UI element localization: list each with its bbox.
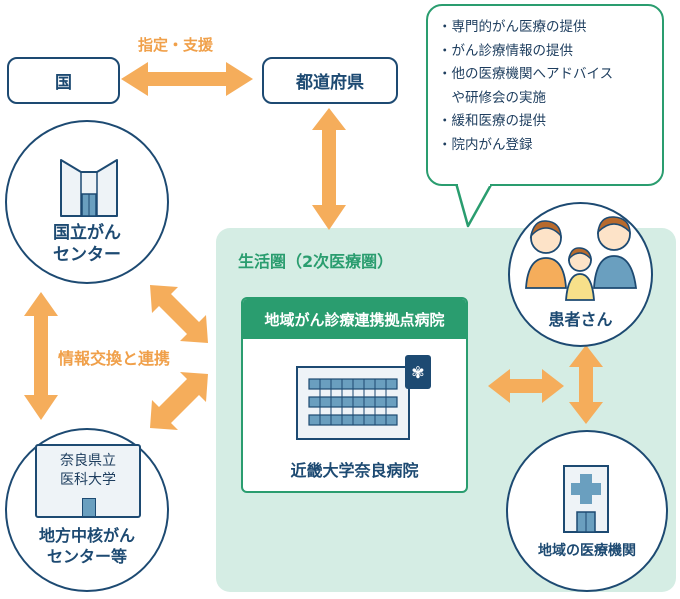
nara-univ-line-1: 奈良県立	[60, 453, 116, 469]
arrow-hospital-right	[488, 369, 564, 403]
base-hospital-card: 地域がん診療連携拠点病院 ✾ 近畿大学奈良病院	[241, 297, 468, 493]
bubble-seam	[458, 180, 490, 186]
local-medical-label: 地域の医療機関	[538, 543, 636, 559]
national-center-circle: 国立がん センター	[5, 120, 169, 284]
arrow-country-prefecture	[121, 62, 253, 96]
zone-title: 生活圏（2次医療圏）	[238, 252, 394, 271]
national-center-label-2: センター	[53, 245, 121, 266]
service-item: ・他の医療機関へアドバイス	[438, 66, 614, 82]
bubble-tail	[454, 181, 494, 228]
hospital-role: 地域がん診療連携拠点病院	[243, 299, 466, 339]
arrow-diag-upper	[150, 285, 208, 343]
info-exchange-label: 情報交換と連携	[58, 349, 171, 368]
services-list: ・専門的がん医療の提供 ・がん診療情報の提供 ・他の医療機関へアドバイス や研修…	[428, 6, 662, 157]
arrow-prefecture-zone	[312, 108, 346, 230]
regional-center-label-2: センター等	[46, 546, 127, 566]
arrow-centers-vertical	[24, 292, 58, 420]
country-box: 国	[7, 57, 120, 104]
services-bubble: ・専門的がん医療の提供 ・がん診療情報の提供 ・他の医療機関へアドバイス や研修…	[426, 4, 664, 186]
service-item: ・院内がん登録	[438, 136, 533, 153]
service-item: ・緩和医療の提供	[438, 113, 546, 129]
family-icon	[525, 216, 638, 301]
building-icon	[60, 159, 118, 217]
svg-text:✾: ✾	[411, 363, 424, 382]
regional-center-label-1: 地方中核がん	[38, 526, 135, 545]
service-item: ・専門的がん医療の提供	[438, 19, 587, 35]
designation-support-label: 指定・支援	[138, 36, 214, 54]
nara-pref-univ-sign: 奈良県立 医科大学	[35, 444, 141, 518]
national-center-label-1: 国立がん	[53, 223, 121, 243]
clinic-icon	[563, 465, 609, 533]
patient-circle: 患者さん	[508, 202, 653, 347]
hospital-name: 近畿大学奈良病院	[290, 461, 419, 480]
prefecture-box: 都道府県	[262, 57, 398, 104]
regional-center-circle: 奈良県立 医科大学 地方中核がん センター等	[5, 428, 169, 592]
service-item: や研修会の実施	[438, 89, 546, 106]
service-item: ・がん診療情報の提供	[438, 42, 573, 59]
arrow-patient-local	[569, 345, 603, 424]
hospital-building-icon: ✾	[296, 355, 431, 440]
local-medical-circle: 地域の医療機関	[506, 430, 668, 592]
door-icon	[82, 498, 96, 516]
arrow-diag-lower	[150, 372, 208, 430]
nara-univ-line-2: 医科大学	[60, 472, 116, 488]
patient-label: 患者さん	[548, 310, 613, 329]
